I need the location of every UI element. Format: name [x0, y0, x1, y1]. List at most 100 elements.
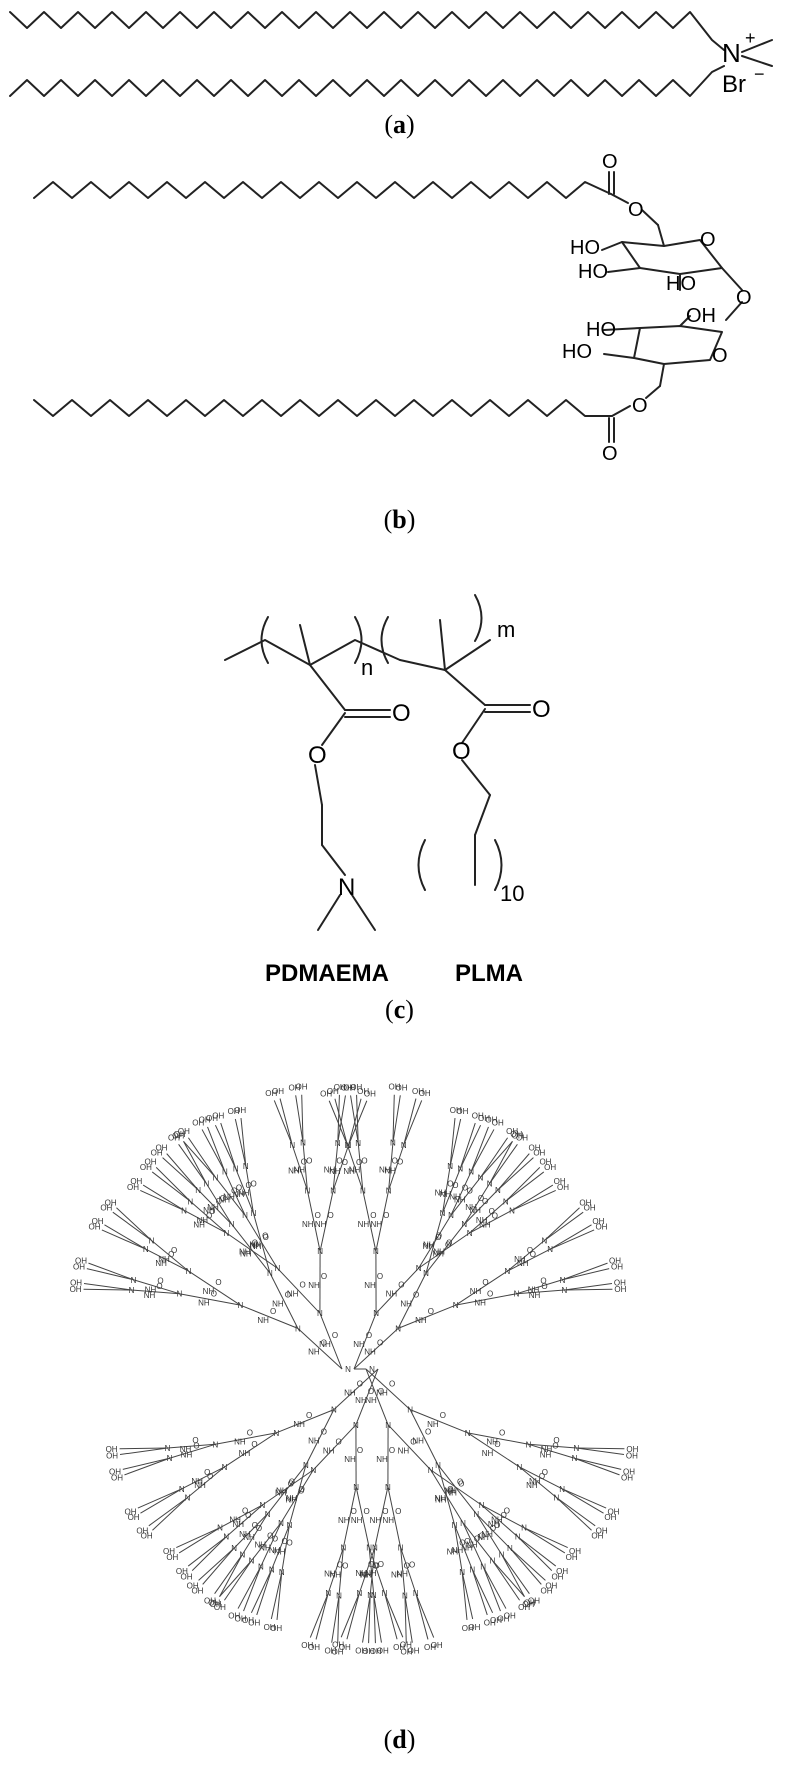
terminal-hydroxyl-label: OH [400, 1641, 412, 1650]
amide-nh-label: NH [440, 1190, 452, 1199]
amide-nh-label: NH [477, 1533, 489, 1542]
carbonyl-oxygen-label: O [315, 1211, 321, 1220]
terminal-hydroxyl-label: OH [334, 1083, 346, 1092]
branch-nitrogen-label: N [547, 1245, 553, 1254]
methyl-bond-lower [741, 55, 773, 67]
terminal-hydroxyl-label: OH [70, 1278, 82, 1287]
amide-nh-label: NH [243, 1533, 255, 1542]
amide-nh-label: NH [526, 1481, 538, 1490]
branch-nitrogen-label: N [195, 1186, 201, 1195]
terminal-hydroxyl-label: OH [295, 1083, 307, 1092]
terminal-hydroxyl-label: OH [569, 1547, 581, 1556]
amide-nh-label: NH [365, 1569, 377, 1578]
terminal-hydroxyl-label: OH [228, 1612, 240, 1621]
amide-nh-label: NH [412, 1436, 424, 1445]
polymer-backbone [224, 639, 401, 666]
amine-nitrogen: N [338, 874, 355, 901]
ester-oxygen-upper: O [628, 199, 644, 221]
amide-nh-label: NH [386, 1290, 398, 1299]
amide-nh-label: NH [249, 1241, 261, 1250]
amide-nh-label: NH [275, 1488, 287, 1497]
terminal-hydroxyl-label: OH [174, 1130, 186, 1139]
panel-b: O O O HO HO HO O HO OH HO O O O (b) [0, 150, 799, 545]
terminal-hydroxyl-label: OH [155, 1144, 167, 1153]
carbonyl-oxygen-label: O [204, 1468, 210, 1477]
terminal-hydroxyl-label: OH [111, 1474, 123, 1483]
terminal-hydroxyl-label: OH [341, 1084, 353, 1093]
branch-nitrogen-label: N [495, 1186, 501, 1195]
amide-nh-label: NH [479, 1221, 491, 1230]
terminal-hydroxyl-label: OH [401, 1647, 413, 1656]
branch-nitrogen-label: N [335, 1139, 341, 1148]
terminal-hydroxyl-label: OH [377, 1646, 389, 1655]
amide-nh-label: NH [250, 1242, 262, 1251]
carbonyl-oxygen-label: O [446, 1239, 452, 1248]
pdmaema-label: PDMAEMA [265, 960, 389, 987]
terminal-hydroxyl-label: OH [611, 1263, 623, 1272]
carbonyl-oxygen-label: O [236, 1183, 242, 1192]
amide-nh-label: NH [355, 1569, 367, 1578]
carbonyl-oxygen-label: O [487, 1289, 493, 1298]
amide-nh-label: NH [144, 1291, 156, 1300]
subscript-ten: 10 [500, 881, 524, 906]
terminal-hydroxyl-label: OH [130, 1177, 142, 1186]
amide-nh-label: NH [180, 1445, 192, 1454]
amide-nh-label: NH [517, 1259, 529, 1268]
terminal-hydroxyl-label: OH [492, 1118, 504, 1127]
methyl-bond-upper [741, 39, 773, 53]
terminal-hydroxyl-label: OH [106, 1445, 118, 1454]
terminal-hydroxyl-label: OH [490, 1616, 502, 1625]
carbonyl-oxygen-label: O [288, 1479, 294, 1488]
terminal-hydroxyl-label: OH [100, 1203, 112, 1212]
carbonyl-oxygen-label: O [447, 1180, 453, 1189]
terminal-hydroxyl-label: OH [210, 1600, 222, 1609]
terminal-hydroxyl-label: OH [355, 1646, 367, 1655]
ester-oxygen-lower: O [632, 395, 648, 417]
alkyl-chain-upper [9, 11, 725, 51]
carbonyl-oxygen-label: O [289, 1477, 295, 1486]
carbonyl-oxygen-label: O [397, 1158, 403, 1167]
amide-nh-label: NH [344, 1388, 356, 1397]
carbonyl-oxygen-label: O [337, 1560, 343, 1569]
amide-nh-label: NH [324, 1569, 336, 1578]
terminal-hydroxyl-label: OH [504, 1612, 516, 1621]
terminal-hydroxyl-label: OH [512, 1132, 524, 1141]
branch-nitrogen-label: N [233, 1165, 239, 1174]
carbonyl-oxygen-label: O [342, 1561, 348, 1570]
carbonyl-oxygen-label: O [368, 1387, 374, 1396]
terminal-hydroxyl-label: OH [234, 1106, 246, 1115]
amide-nh-label: NH [191, 1477, 203, 1486]
carbonyl-oxygen-label: O [383, 1211, 389, 1220]
amide-nh-label: NH [308, 1281, 320, 1290]
amide-nh-label: NH [197, 1216, 209, 1225]
carbonyl-oxygen-label: O [409, 1560, 415, 1569]
hydroxyl-label: OH [686, 305, 716, 327]
amide-nh-label: NH [423, 1242, 435, 1251]
terminal-hydroxyl-label: OH [242, 1616, 254, 1625]
carbonyl-oxygen-label: O [366, 1331, 372, 1340]
terminal-hydroxyl-label: OH [350, 1083, 362, 1092]
amide-nh-label: NH [233, 1520, 245, 1529]
branch-nitrogen-label: N [213, 1440, 219, 1449]
carbonyl-oxygen-label: O [156, 1282, 162, 1291]
amide-nh-label: NH [272, 1300, 284, 1309]
carbonyl-oxygen-label: O [389, 1379, 395, 1388]
terminal-hydroxyl-label: OH [516, 1134, 528, 1143]
carbonyl-oxygen-label: O [245, 1511, 251, 1520]
terminal-hydroxyl-label: OH [591, 1532, 603, 1541]
amide-nh-label: NH [444, 1486, 456, 1495]
branch-nitrogen-label: N [274, 1264, 280, 1273]
terminal-hydroxyl-label: OH [450, 1106, 462, 1115]
carbonyl-oxygen-label: O [478, 1194, 484, 1203]
panel-c: O O N O O n m 10 PDMAEMA PLMA (c) [0, 545, 799, 1035]
carbonyl-oxygen-upper: O [602, 151, 618, 173]
carbonyl-oxygen-label: O [287, 1538, 293, 1547]
structure-c: O O N O O n m 10 PDMAEMA PLMA [224, 594, 551, 987]
terminal-hydroxyl-label: OH [163, 1547, 175, 1556]
carbonyl-oxygen-label: O [540, 1277, 546, 1286]
ring-oxygen-upper: O [700, 229, 716, 251]
caption-d: (d) [383, 1725, 416, 1754]
terminal-hydroxyl-label: OH [176, 1567, 188, 1576]
fatty-chain-lower [33, 399, 613, 417]
